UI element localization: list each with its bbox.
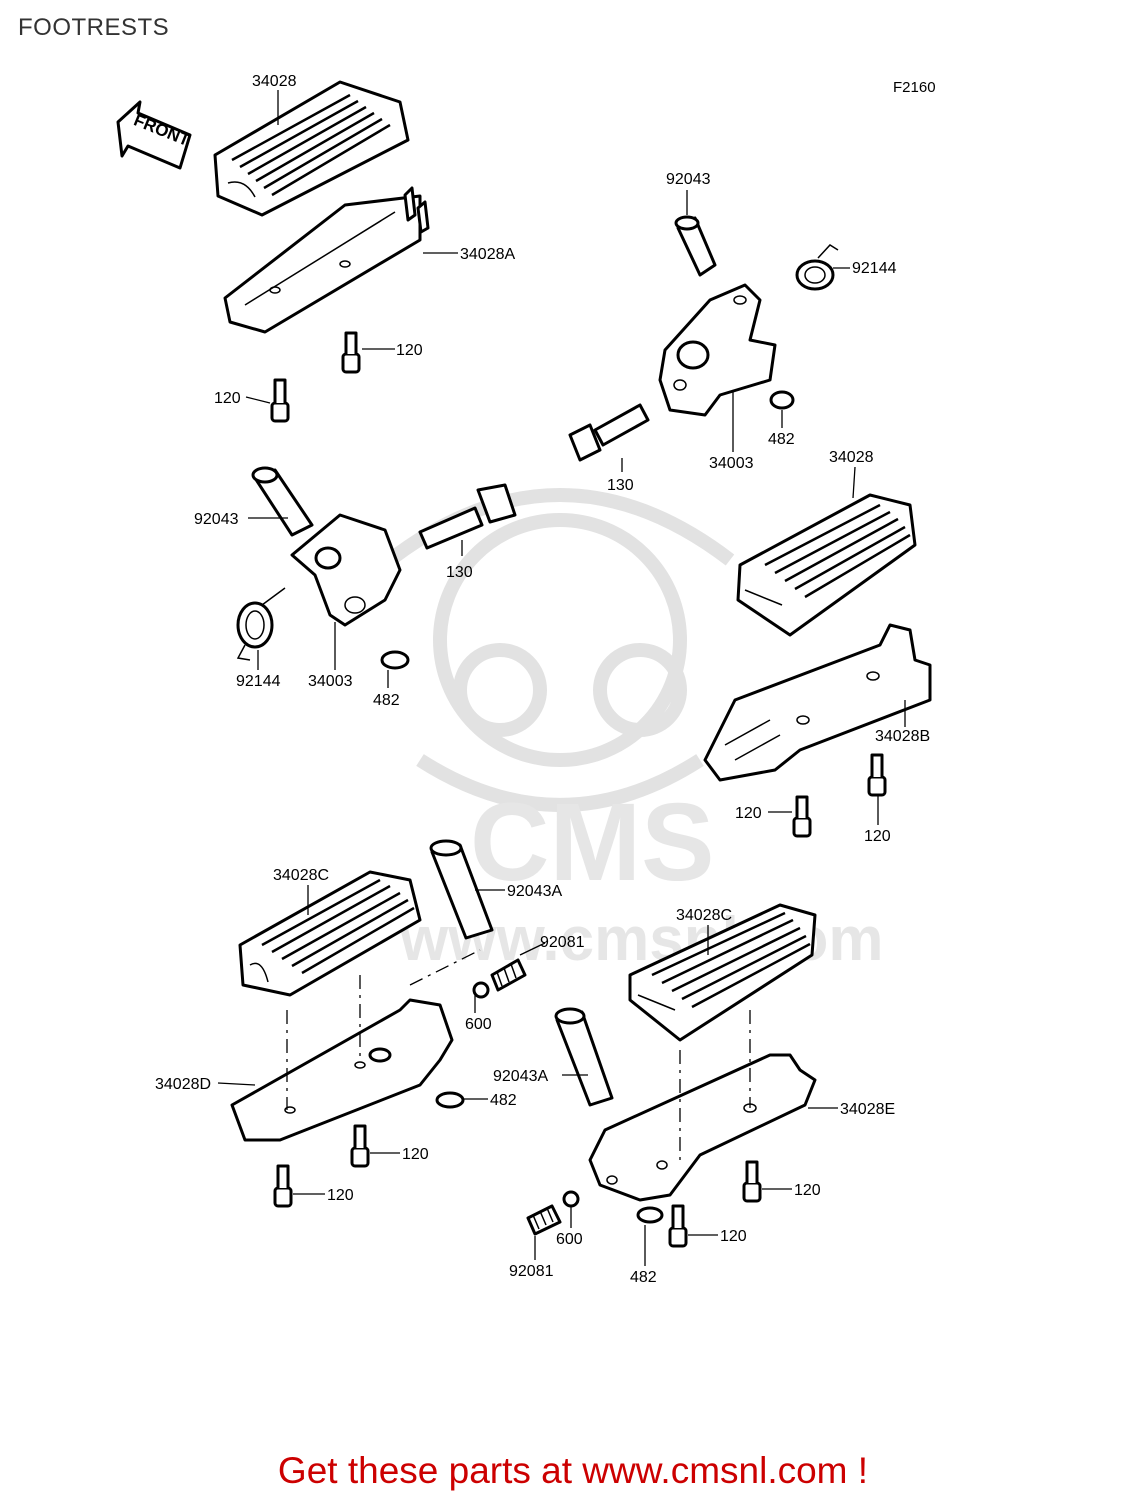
callout-120: 120 <box>735 805 762 822</box>
callout-34028A: 34028A <box>460 246 515 263</box>
callout-120: 120 <box>864 828 891 845</box>
callout-92043: 92043 <box>194 511 239 528</box>
bolt-130-mid <box>418 483 517 550</box>
circlip-482-top-right <box>769 390 795 410</box>
callout-120: 120 <box>720 1228 747 1245</box>
callout-120: 120 <box>327 1187 354 1204</box>
footpeg-rubber-34028C-left <box>238 870 422 997</box>
front-arrow-icon: FRONT <box>116 100 193 170</box>
spring-92081-left <box>490 958 527 992</box>
callout-482: 482 <box>768 431 795 448</box>
callout-92043A: 92043A <box>507 883 562 900</box>
callout-482: 482 <box>490 1092 517 1109</box>
footpeg-bracket-34028B <box>703 623 932 782</box>
cms-watermark: CMS www.cmsnl.com <box>385 488 884 974</box>
bolt-120-c <box>792 795 812 838</box>
callout-92081: 92081 <box>509 1263 554 1280</box>
callout-482: 482 <box>373 692 400 709</box>
ball-600-left <box>472 981 490 999</box>
callout-92043A: 92043A <box>493 1068 548 1085</box>
callout-92043: 92043 <box>666 171 711 188</box>
callout-34028: 34028 <box>829 449 874 466</box>
callout-34003: 34003 <box>308 673 353 690</box>
circlip-482-left <box>435 1091 465 1109</box>
callout-120: 120 <box>794 1182 821 1199</box>
callout-labels: 34028 34028A 120 120 92043 92144 482 340… <box>155 73 930 1286</box>
bolt-120-g <box>742 1160 762 1203</box>
page-title: FOOTRESTS <box>18 14 170 41</box>
callout-34028: 34028 <box>252 73 297 90</box>
pin-92043-top-right <box>674 215 717 277</box>
callout-34003: 34003 <box>709 455 754 472</box>
callout-120: 120 <box>402 1146 429 1163</box>
callout-120: 120 <box>396 342 423 359</box>
bolt-130-top-right <box>568 403 650 462</box>
callout-130: 130 <box>607 477 634 494</box>
circlip-482-mid-left <box>380 650 410 670</box>
bolt-120-h <box>668 1204 688 1248</box>
figure-code: F2160 <box>893 79 936 96</box>
callout-34028E: 34028E <box>840 1101 895 1118</box>
callout-120: 120 <box>214 390 241 407</box>
bolt-120-e <box>350 1124 370 1168</box>
footpeg-rubber-34028C-right <box>628 903 817 1042</box>
callout-leader-lines <box>217 90 906 1266</box>
callout-600: 600 <box>556 1231 583 1248</box>
footpeg-bracket-34028E <box>588 1053 817 1202</box>
footpeg-bracket-34028D <box>230 998 454 1142</box>
pin-92043A-right <box>554 1007 614 1107</box>
callout-34028C: 34028C <box>676 907 732 924</box>
callout-92081: 92081 <box>540 934 585 951</box>
pin-92043A-left <box>429 839 494 940</box>
callout-34028C: 34028C <box>273 867 329 884</box>
spring-92144-mid-left <box>236 587 286 661</box>
watermark-logo-text: CMS <box>470 781 714 904</box>
ball-600-right <box>562 1190 580 1208</box>
pin-92043-mid-left <box>251 466 314 537</box>
circlip-482-right <box>636 1206 664 1224</box>
footpeg-rubber-right <box>736 493 917 637</box>
callout-130: 130 <box>446 564 473 581</box>
bolt-120-b <box>270 378 290 423</box>
spring-92081-right <box>526 1204 562 1236</box>
bolt-120-f <box>273 1164 293 1208</box>
callout-92144: 92144 <box>852 260 897 277</box>
spring-92144-top-right <box>795 244 839 291</box>
footpeg-rubber-top-left <box>213 80 410 217</box>
bolt-120-d <box>867 753 887 797</box>
callout-600: 600 <box>465 1016 492 1033</box>
callout-34028B: 34028B <box>875 728 930 745</box>
callout-482: 482 <box>630 1269 657 1286</box>
assembly-centerlines <box>286 949 751 1165</box>
callout-92144: 92144 <box>236 673 281 690</box>
bolt-120-a <box>341 331 361 374</box>
bracket-34003-top-right <box>658 283 777 417</box>
bracket-34003-mid-left <box>290 513 402 627</box>
promo-banner-link[interactable]: Get these parts at www.cmsnl.com ! <box>277 1450 869 1491</box>
footpeg-bracket-34028A <box>223 186 430 334</box>
callout-34028D: 34028D <box>155 1076 211 1093</box>
